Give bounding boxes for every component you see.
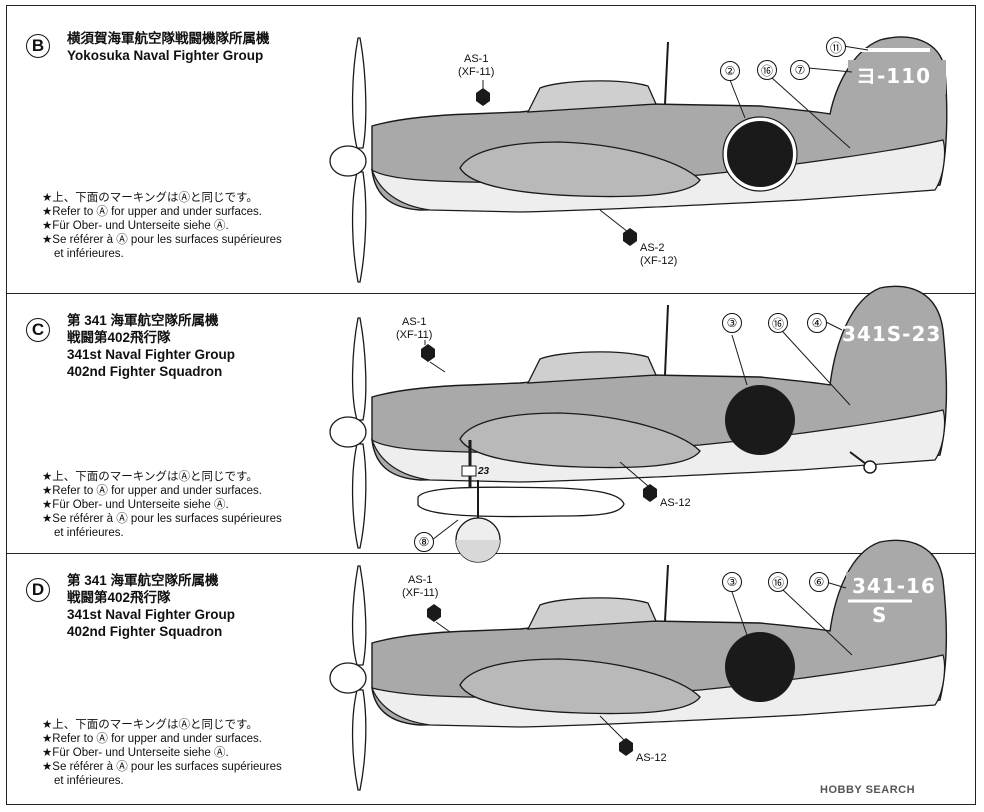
callout-number: ⑯ (768, 572, 788, 592)
note-fr-cont: et inférieures. (54, 527, 124, 539)
decal-marker (619, 738, 633, 756)
hinomaru-roundel (725, 385, 795, 455)
note-de: ★Für Ober- und Unterseite siehe Ⓐ. (42, 499, 229, 511)
marking-notes: ★上、下面のマーキングはⒶと同じです。 ★Refer to Ⓐ for uppe… (42, 470, 282, 540)
title-japanese: 横須賀海軍航空隊戦闘機隊所属機 (67, 31, 270, 46)
wing (459, 141, 701, 198)
decal-marker (476, 88, 490, 106)
tail-code-area (846, 572, 912, 600)
callout-number: ② (720, 61, 740, 81)
roundel-outline (722, 116, 798, 192)
callout-number: ⑦ (790, 60, 810, 80)
section-divider (6, 293, 976, 294)
decal-label: AS-12 (636, 752, 667, 764)
drop-tank (417, 486, 625, 518)
decal-marker (427, 604, 441, 622)
wing (459, 658, 701, 715)
decal-label: AS-1 (XF-11) (402, 574, 439, 599)
marking-notes: ★上、下面のマーキングはⒶと同じです。 ★Refer to Ⓐ for uppe… (42, 718, 282, 788)
callout-number: ⑧ (414, 532, 434, 552)
variant-badge: B (26, 34, 50, 58)
callout-number: ⑥ (809, 572, 829, 592)
watermark: HOBBY SEARCH (820, 784, 916, 796)
hinomaru-roundel (723, 117, 797, 191)
note-fr-cont: et inférieures. (54, 248, 124, 260)
decal-label: AS-2 (XF-12) (640, 242, 678, 267)
title-japanese-2: 戦闘第402飛行隊 (67, 590, 171, 605)
tail-code-area (848, 60, 946, 94)
tail-code: ヨ-110 (856, 64, 932, 88)
variant-title: 横須賀海軍航空隊戦闘機隊所属機 Yokosuka Naval Fighter G… (67, 30, 270, 64)
propeller (329, 37, 367, 283)
callout-number: ⑪ (826, 37, 846, 57)
antenna-mast (664, 564, 669, 622)
tail-code-letter: S (872, 603, 887, 627)
decal-marker (421, 344, 435, 362)
note-fr: ★Se référer à Ⓐ pour les surfaces supéri… (42, 234, 282, 246)
note-ja: ★上、下面のマーキングはⒶと同じです。 (42, 471, 258, 483)
variant-title: 第 341 海軍航空隊所属機 戦闘第402飛行隊 341st Naval Fig… (67, 312, 235, 380)
title-japanese-2: 戦闘第402飛行隊 (67, 330, 171, 345)
title-english-2: 402nd Fighter Squadron (67, 364, 223, 379)
gear-number: 23 (478, 466, 490, 477)
note-fr: ★Se référer à Ⓐ pour les surfaces supéri… (42, 761, 282, 773)
note-fr-cont: et inférieures. (54, 775, 124, 787)
propeller (329, 317, 367, 549)
callout-number: ⑯ (757, 60, 777, 80)
callout-number: ⑯ (768, 313, 788, 333)
note-en: ★Refer to Ⓐ for upper and under surfaces… (42, 485, 262, 497)
antenna-mast (664, 41, 669, 105)
decal-label: AS-12 (660, 497, 691, 509)
decal-label: AS-1 (XF-11) (396, 316, 433, 341)
canopy (526, 597, 657, 630)
title-japanese: 第 341 海軍航空隊所属機 (67, 573, 219, 588)
callout-number: ④ (807, 313, 827, 333)
decal-marker (623, 228, 637, 246)
propeller (329, 565, 367, 791)
bomb (455, 480, 501, 563)
antenna-mast (664, 304, 669, 376)
title-english: Yokosuka Naval Fighter Group (67, 48, 264, 63)
wing (459, 412, 701, 469)
note-ja: ★上、下面のマーキングはⒶと同じです。 (42, 719, 258, 731)
variant-badge: C (26, 318, 50, 342)
callout-number: ③ (722, 572, 742, 592)
note-fr: ★Se référer à Ⓐ pour les surfaces supéri… (42, 513, 282, 525)
canopy (526, 80, 657, 113)
fuselage-lower (370, 139, 946, 213)
title-english-2: 402nd Fighter Squadron (67, 624, 223, 639)
title-japanese: 第 341 海軍航空隊所属機 (67, 313, 219, 328)
hinomaru-roundel (725, 632, 795, 702)
decal-label: AS-1 (XF-11) (458, 53, 495, 78)
tail-code: 341S-23 (842, 322, 942, 346)
note-de: ★Für Ober- und Unterseite siehe Ⓐ. (42, 747, 229, 759)
note-ja: ★上、下面のマーキングはⒶと同じです。 (42, 192, 258, 204)
title-english: 341st Naval Fighter Group (67, 347, 236, 362)
decal-marker (643, 484, 657, 502)
note-en: ★Refer to Ⓐ for upper and under surfaces… (42, 733, 262, 745)
variant-title: 第 341 海軍航空隊所属機 戦闘第402飛行隊 341st Naval Fig… (67, 572, 235, 640)
callout-number: ③ (722, 313, 742, 333)
variant-badge: D (26, 578, 50, 602)
marking-notes: ★上、下面のマーキングはⒶと同じです。 ★Refer to Ⓐ for uppe… (42, 191, 282, 261)
tail-code: 341-16 (852, 574, 936, 598)
note-en: ★Refer to Ⓐ for upper and under surfaces… (42, 206, 262, 218)
canopy (526, 351, 657, 384)
title-english: 341st Naval Fighter Group (67, 607, 236, 622)
note-de: ★Für Ober- und Unterseite siehe Ⓐ. (42, 220, 229, 232)
